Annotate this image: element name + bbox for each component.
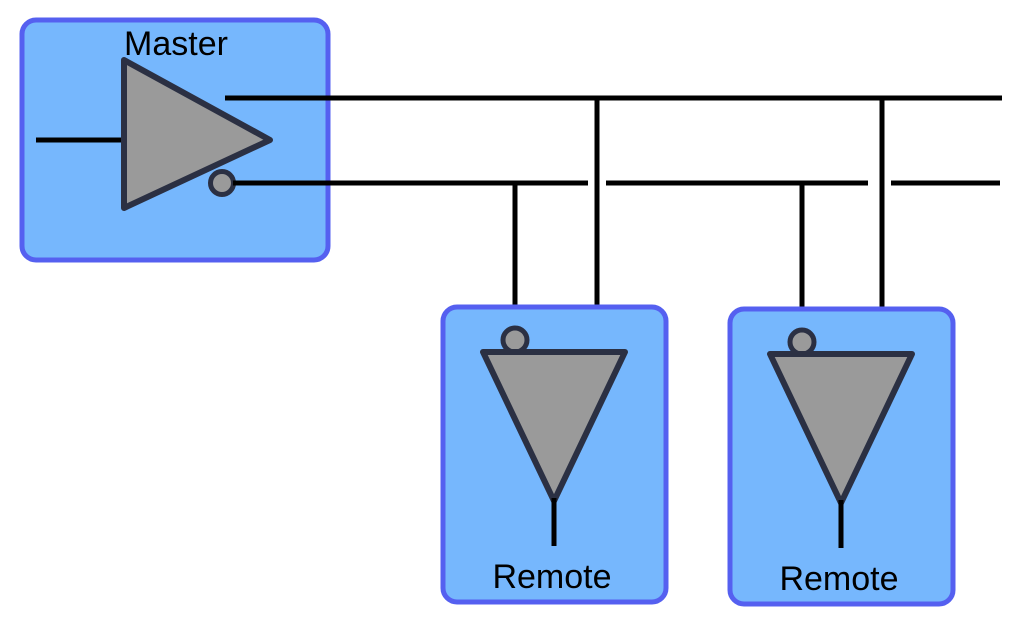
remote-left-input-bubble-icon	[500, 325, 530, 355]
master-buffer-triangle	[121, 57, 273, 211]
master-block-label: Master	[124, 25, 228, 63]
remote-left-buffer-triangle	[480, 349, 628, 504]
remote-right-block-label: Remote	[779, 560, 898, 598]
remote-left-block-label: Remote	[492, 558, 611, 596]
remote-right-input-bubble-icon	[787, 327, 817, 357]
remote-right-buffer-triangle	[767, 351, 915, 506]
master-output-bubble-icon	[208, 169, 236, 197]
